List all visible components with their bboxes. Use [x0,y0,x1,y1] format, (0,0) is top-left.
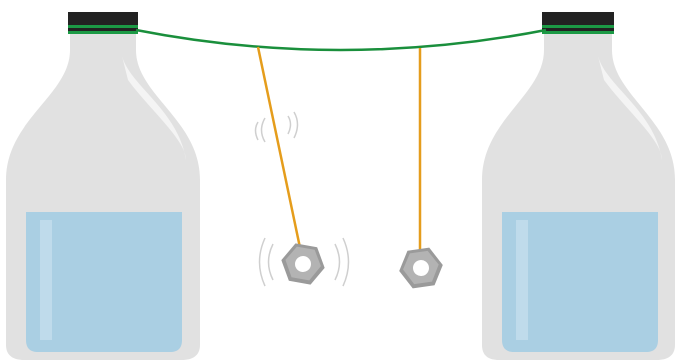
motion-lines-nut-right [335,238,349,286]
left-cap-stripe-1 [68,25,138,28]
hex-nut-icon [278,241,328,286]
left-cap-stripe-2 [68,31,138,34]
right-water-highlight [516,220,528,340]
right-cap-stripe-2 [542,31,614,34]
left-water-highlight [40,220,52,340]
motion-lines-nut-left [260,238,274,286]
left-bottle-cap [68,12,138,34]
hex-nut-icon [397,246,446,290]
connecting-string [136,30,546,50]
right-bottle-cap [542,12,614,34]
left-bottle [6,12,200,360]
pendulum-b [397,48,446,290]
motion-lines-top-right [288,112,298,138]
right-cap-stripe-1 [542,25,614,28]
pendulum-a-thread [258,47,303,262]
motion-lines-top-left [256,118,266,142]
right-bottle [482,12,675,360]
pendulum-a [256,47,349,287]
